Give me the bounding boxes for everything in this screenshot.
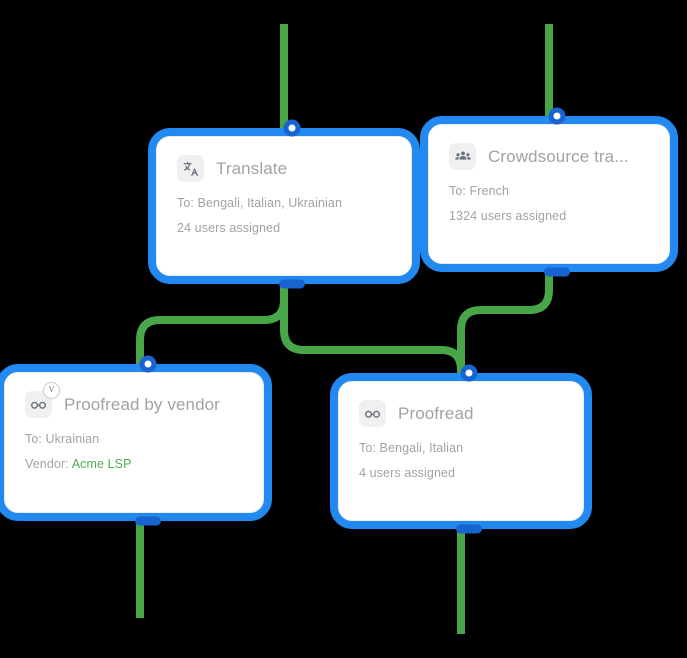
vendor-value: Acme LSP	[71, 457, 132, 471]
node-crowdsource-input-port[interactable]	[548, 107, 566, 125]
group-people-icon	[449, 143, 476, 170]
node-crowdsource-title: Crowdsource tra...	[488, 146, 629, 166]
node-crowdsource-assignees: 1324 users assigned	[449, 209, 567, 223]
node-translate-target-languages: To: Bengali, Italian, Ukrainian	[177, 196, 342, 210]
node-proofread-by-vendor-output-port[interactable]	[135, 516, 161, 526]
node-crowdsource-header: Crowdsource tra...	[449, 143, 649, 170]
node-proofread-by-vendor-card[interactable]: V Proofread by vendor To: Ukrainian Vend…	[4, 372, 264, 513]
node-proofread-by-vendor-target-languages: To: Ukrainian	[25, 432, 100, 446]
node-translate-output-port[interactable]	[279, 279, 305, 289]
edge-translate-to-proofread-by-vendor	[136, 276, 288, 376]
glasses-icon	[359, 400, 386, 427]
node-proofread-card[interactable]: Proofread To: Bengali, Italian 4 users a…	[338, 381, 584, 521]
node-translate-header: Translate	[177, 155, 391, 182]
node-crowdsource-target-languages: To: French	[449, 184, 510, 198]
node-translate-input-port[interactable]	[283, 119, 301, 137]
node-translate-title: Translate	[216, 158, 288, 178]
node-proofread-assignees: 4 users assigned	[359, 466, 456, 480]
edge-translate-to-proofread	[280, 276, 465, 385]
glasses-vendor-icon: V	[25, 382, 60, 418]
node-proofread-output-port[interactable]	[456, 524, 482, 534]
node-proofread[interactable]: Proofread To: Bengali, Italian 4 users a…	[330, 364, 592, 534]
node-translate-card[interactable]: Translate To: Bengali, Italian, Ukrainia…	[156, 136, 412, 276]
node-proofread-by-vendor[interactable]: V Proofread by vendor To: Ukrainian Vend…	[0, 355, 272, 526]
vendor-label: Vendor:	[25, 457, 69, 471]
vendor-badge-icon: V	[43, 382, 60, 399]
node-translate-assignees: 24 users assigned	[177, 221, 281, 235]
node-proofread-title: Proofread	[398, 403, 474, 423]
node-crowdsource-card[interactable]: Crowdsource tra... To: French 1324 users…	[428, 124, 670, 264]
node-proofread-target-languages: To: Bengali, Italian	[359, 441, 464, 455]
translate-icon	[177, 155, 204, 182]
node-crowdsource-output-port[interactable]	[544, 267, 570, 277]
node-translate[interactable]: Translate To: Bengali, Italian, Ukrainia…	[148, 119, 420, 289]
node-crowdsource[interactable]: Crowdsource tra... To: French 1324 users…	[420, 107, 678, 277]
node-proofread-input-port[interactable]	[460, 364, 478, 382]
node-proofread-by-vendor-header: V Proofread by vendor	[25, 382, 243, 418]
node-proofread-by-vendor-input-port[interactable]	[139, 355, 157, 373]
node-proofread-by-vendor-title: Proofread by vendor	[64, 394, 220, 414]
node-proofread-by-vendor-vendor-row: Vendor: Acme LSP	[25, 457, 243, 471]
node-proofread-header: Proofread	[359, 400, 563, 427]
